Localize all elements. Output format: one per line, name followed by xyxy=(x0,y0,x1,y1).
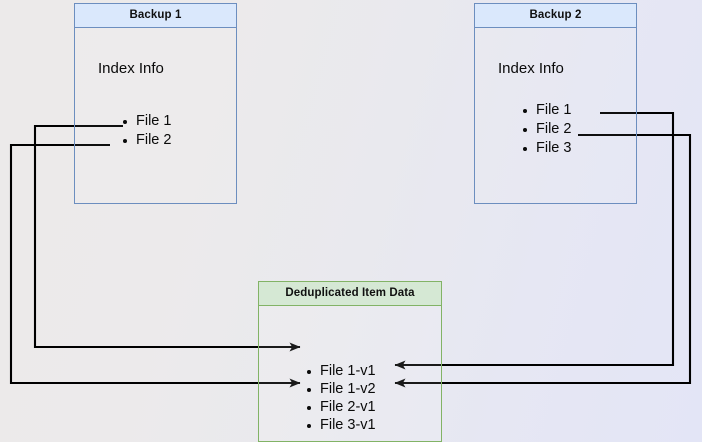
list-item[interactable]: File 3 xyxy=(521,139,571,158)
node-dedup-body: File 1-v1 File 1-v2 File 2-v1 File 3-v1 xyxy=(259,306,441,442)
dedup-item-list: File 1-v1 File 1-v2 File 2-v1 File 3-v1 xyxy=(305,362,376,434)
node-deduplicated-item-data[interactable]: Deduplicated Item Data File 1-v1 File 1-… xyxy=(258,281,442,442)
node-backup-1[interactable]: Backup 1 Index Info File 1 File 2 xyxy=(74,3,237,204)
node-backup-1-body: Index Info File 1 File 2 xyxy=(75,28,236,204)
backup-1-file-list: File 1 File 2 xyxy=(121,112,171,150)
list-item[interactable]: File 1 xyxy=(521,101,571,120)
node-dedup-title: Deduplicated Item Data xyxy=(259,282,441,306)
node-backup-2-body: Index Info File 1 File 2 File 3 xyxy=(475,28,636,204)
backup-2-file-list: File 1 File 2 File 3 xyxy=(521,101,571,158)
list-item[interactable]: File 1-v2 xyxy=(305,380,376,398)
list-item[interactable]: File 2-v1 xyxy=(305,398,376,416)
list-item[interactable]: File 2 xyxy=(121,131,171,150)
node-backup-2-title: Backup 2 xyxy=(475,4,636,28)
list-item[interactable]: File 1-v1 xyxy=(305,362,376,380)
list-item[interactable]: File 3-v1 xyxy=(305,416,376,434)
list-item[interactable]: File 2 xyxy=(521,120,571,139)
backup-1-index-info-label: Index Info xyxy=(98,60,164,77)
list-item[interactable]: File 1 xyxy=(121,112,171,131)
node-backup-1-title: Backup 1 xyxy=(75,4,236,28)
backup-2-index-info-label: Index Info xyxy=(498,60,564,77)
node-backup-2[interactable]: Backup 2 Index Info File 1 File 2 File 3 xyxy=(474,3,637,204)
